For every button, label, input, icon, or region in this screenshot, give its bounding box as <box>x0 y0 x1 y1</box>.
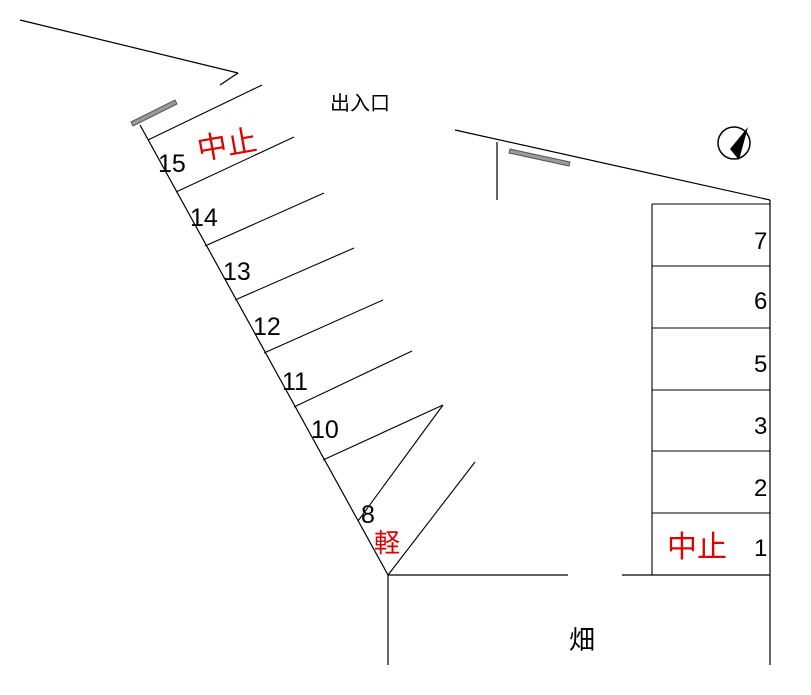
space-number-10: 10 <box>311 416 339 444</box>
space-number-13: 13 <box>223 258 251 286</box>
entrance-label: 出入口 <box>330 91 390 115</box>
north-arrow-icon <box>717 126 751 160</box>
stall-divider <box>263 299 384 354</box>
top-right-boundary <box>454 129 771 201</box>
gate-bar-left <box>130 99 178 127</box>
space-number-15: 15 <box>158 150 186 178</box>
left-stall-lines <box>147 84 476 576</box>
space-number-12: 12 <box>253 313 281 341</box>
stall-divider <box>387 461 476 576</box>
left-diagonal-boundary <box>139 124 389 576</box>
space-note-1: 中止 <box>667 530 727 565</box>
space-number-14: 14 <box>190 204 218 232</box>
right-stall-grid <box>651 203 770 575</box>
space-number-3: 3 <box>754 413 767 440</box>
top-left-boundary <box>19 19 239 74</box>
space-number-1: 1 <box>754 535 767 562</box>
space-number-7: 7 <box>754 228 767 255</box>
gate-bar-right <box>508 148 571 167</box>
gate-bars <box>130 99 571 167</box>
space-number-5: 5 <box>754 351 767 378</box>
stall-divider <box>293 350 413 408</box>
stall-divider <box>147 84 263 141</box>
field-label: 畑 <box>569 626 595 656</box>
lot-boundaries <box>19 19 771 665</box>
space-number-2: 2 <box>754 475 767 502</box>
space-number-11: 11 <box>282 368 308 396</box>
stall-divider <box>234 247 355 301</box>
space-note-15: 中止 <box>195 123 260 168</box>
space-number-6: 6 <box>754 288 767 315</box>
space-number-8: 8 <box>361 501 375 529</box>
top-left-boundary-end <box>219 72 239 86</box>
stall-divider <box>357 404 444 522</box>
space-note-8: 軽 <box>374 529 400 559</box>
stall-divider <box>322 404 444 461</box>
stall-divider <box>204 192 325 247</box>
stall-divider <box>175 136 295 193</box>
